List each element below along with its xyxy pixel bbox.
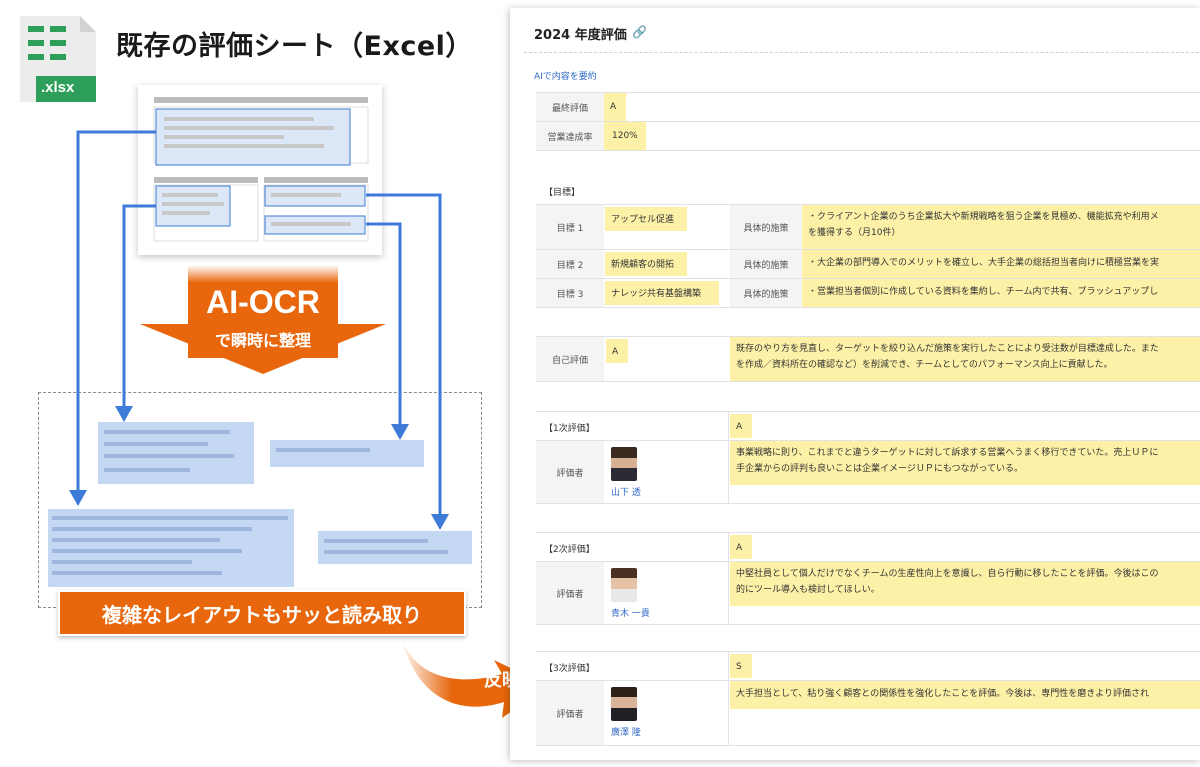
result-block-4 (318, 531, 472, 564)
goal-label: 目標 1 (536, 205, 604, 249)
sales-rate-label: 営業達成率 (536, 122, 604, 150)
goal-row-3: 目標 3 ナレッジ共有基盤構築 具体的施策 ・営業担当者個別に作成している資料を… (536, 278, 1200, 308)
eval2-comment-line-2: 的にツール導入も検討してほしい。 (736, 585, 880, 595)
evaluation-panel: 2024 年度評価 🔗 AIで内容を要約 最終評価 A 営業達成率 120% 【… (510, 8, 1200, 760)
ocr-arrow-head (140, 324, 386, 374)
goal-row-1: 目標 1 アップセル促進 具体的施策 ・クライアント企業のうち企業拡大や新規戦略… (536, 204, 1200, 250)
eval3-body-row: 評価者 廣澤 隆 大手担当として、粘り強く顧客との関係性を強化したことを評価。今… (536, 680, 1200, 746)
goal-measure: ・営業担当者個別に作成している資料を集約し、チーム内で共有、ブラッシュアップし (802, 279, 1200, 307)
panel-title: 2024 年度評価 (534, 28, 627, 43)
spreadsheet-thumbnail (138, 85, 382, 255)
separator (728, 533, 729, 561)
banner: 複雑なレイアウトもサッと読み取り (58, 590, 466, 636)
eval3-rating: S (730, 654, 752, 678)
result-block-3 (48, 509, 294, 587)
eval2-comment: 中堅社員として個人だけでなくチームの生産性向上を意識し、自ら行動に移したことを評… (730, 562, 1200, 606)
evaluator-avatar (611, 687, 637, 721)
measure-label: 具体的施策 (730, 205, 802, 249)
result-block-1 (98, 422, 254, 484)
eval1-comment-line-1: 事業戦略に則り、これまでと違うターゲットに対して訴求する営業へうまく移行できてい… (736, 448, 1159, 458)
eval3-header-row: 【3次評価】 S (536, 651, 1200, 681)
final-rating-label: 最終評価 (536, 93, 604, 121)
measure-label: 具体的施策 (730, 279, 802, 307)
xlsx-file-icon: .xlsx (20, 16, 96, 102)
eval1-rating: A (730, 414, 752, 438)
goal-measure-line-1: ・クライアント企業のうち企業拡大や新規戦略を狙う企業を見極め、機能拡充や利用メ (808, 212, 1159, 222)
ocr-arrow-fade (188, 265, 338, 283)
eval1-header: 【1次評価】 (544, 424, 595, 434)
self-eval-comment: 既存のやり方を見直し、ターゲットを絞り込んだ施策を実行したことにより受注数が目標… (730, 337, 1200, 381)
separator (728, 652, 729, 680)
link-icon[interactable]: 🔗 (632, 25, 647, 39)
eval1-header-row: 【1次評価】 A (536, 411, 1200, 441)
evaluator-name[interactable]: 青木 一貴 (611, 609, 650, 619)
goal-name: 新規顧客の開拓 (605, 252, 687, 276)
evaluator-label: 評価者 (536, 441, 604, 503)
eval2-rating: A (730, 535, 752, 559)
goal-measure: ・大企業の部門導入でのメリットを確立し、大手企業の総括担当者向けに積極営業を実 (802, 250, 1200, 278)
evaluator-name[interactable]: 山下 透 (611, 488, 641, 498)
eval1-body-row: 評価者 山下 透 事業戦略に則り、これまでと違うターゲットに対して訴求する営業へ… (536, 440, 1200, 504)
goals-header: 【目標】 (544, 188, 581, 198)
page-title: 既存の評価シート（Excel） (116, 31, 473, 62)
result-blocks (0, 0, 520, 767)
goal-measure-line-2: を獲得する（月10件） (808, 228, 901, 238)
eval3-header: 【3次評価】 (544, 664, 595, 674)
self-eval-rating: A (606, 339, 628, 363)
ocr-title: AI-OCR (206, 284, 320, 320)
goal-measure: ・クライアント企業のうち企業拡大や新規戦略を狙う企業を見極め、機能拡充や利用メ … (802, 205, 1200, 249)
eval2-header-row: 【2次評価】 A (536, 532, 1200, 562)
separator (728, 562, 729, 624)
goal-name: ナレッジ共有基盤構築 (605, 281, 719, 305)
self-eval-row: 自己評価 A 既存のやり方を見直し、ターゲットを絞り込んだ施策を実行したことによ… (536, 336, 1200, 382)
self-eval-comment-line-1: 既存のやり方を見直し、ターゲットを絞り込んだ施策を実行したことにより受注数が目標… (736, 344, 1159, 354)
separator (728, 412, 729, 440)
sales-rate-value: 120% (604, 122, 646, 150)
divider (524, 52, 1200, 53)
separator (728, 441, 729, 503)
evaluator-label: 評価者 (536, 681, 604, 745)
evaluator-label: 評価者 (536, 562, 604, 624)
eval1-comment: 事業戦略に則り、これまでと違うターゲットに対して訴求する営業へうまく移行できてい… (730, 441, 1200, 485)
evaluator-name[interactable]: 廣澤 隆 (611, 728, 641, 738)
measure-label: 具体的施策 (730, 250, 802, 278)
eval3-comment: 大手担当として、粘り強く顧客との関係性を強化したことを評価。今後は、専門性を磨き… (730, 681, 1200, 709)
goal-name: アップセル促進 (605, 207, 687, 231)
self-eval-label: 自己評価 (536, 337, 604, 381)
result-block-2 (270, 440, 424, 467)
goal-label: 目標 3 (536, 279, 604, 307)
final-rating-value: A (604, 93, 626, 121)
self-eval-comment-line-2: を作成／資料所在の確認など）を削減でき、チームとしてのパフォーマンス向上に貢献し… (736, 360, 1113, 370)
goal-row-2: 目標 2 新規顧客の開拓 具体的施策 ・大企業の部門導入でのメリットを確立し、大… (536, 249, 1200, 279)
final-rating-row: 最終評価 A (536, 92, 1200, 122)
separator (728, 681, 729, 745)
eval2-body-row: 評価者 青木 一貴 中堅社員として個人だけでなくチームの生産性向上を意識し、自ら… (536, 561, 1200, 625)
eval2-header: 【2次評価】 (544, 545, 595, 555)
ai-summary-link[interactable]: AIで内容を要約 (534, 72, 597, 82)
eval1-comment-line-2: 手企業からの評判も良いことは企業イメージＵＰにもつながっている。 (736, 464, 1024, 474)
mapping-arrows (69, 130, 449, 530)
evaluator-avatar (611, 447, 637, 481)
goal-label: 目標 2 (536, 250, 604, 278)
ocr-subtitle: で瞬時に整理 (214, 331, 311, 350)
eval2-comment-line-1: 中堅社員として個人だけでなくチームの生産性向上を意識し、自ら行動に移したことを評… (736, 569, 1159, 579)
sales-rate-row: 営業達成率 120% (536, 121, 1200, 151)
xlsx-label: .xlsx (41, 79, 75, 96)
evaluator-avatar (611, 568, 637, 602)
